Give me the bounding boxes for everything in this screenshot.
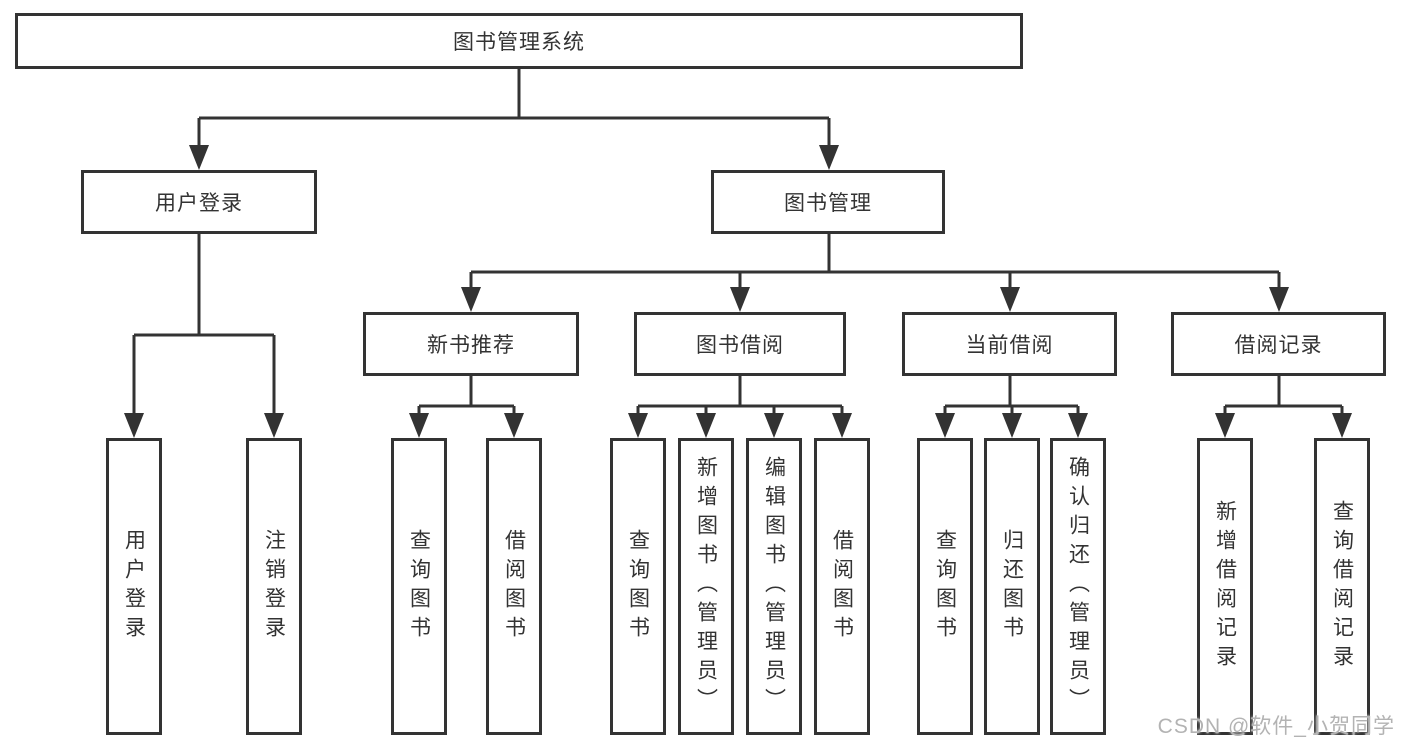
node-root-label: 图书管理系统 — [453, 31, 585, 54]
node-leaf-query-borrow-record-label: 查询借阅记录 — [1330, 499, 1354, 674]
node-book-borrow-label: 图书借阅 — [696, 334, 784, 357]
node-leaf-user-login: 用户登录 — [106, 438, 162, 735]
node-leaf-return-book-label: 归还图书 — [1000, 528, 1024, 645]
node-leaf-add-borrow-record: 新增借阅记录 — [1197, 438, 1253, 735]
node-book-management-label: 图书管理 — [784, 192, 872, 215]
node-book-management: 图书管理 — [711, 170, 945, 234]
node-user-login-label: 用户登录 — [155, 192, 243, 215]
node-new-book-recommend: 新书推荐 — [363, 312, 579, 376]
node-leaf-query-books-newbook: 查询图书 — [391, 438, 447, 735]
arrowhead-icons — [124, 145, 1352, 438]
node-leaf-confirm-return-admin: 确认归还（管理员） — [1050, 438, 1106, 735]
node-leaf-edit-book-admin-label: 编辑图书（管理员） — [762, 456, 786, 717]
node-leaf-user-login-label: 用户登录 — [122, 528, 146, 645]
node-user-login: 用户登录 — [81, 170, 317, 234]
node-leaf-add-book-admin: 新增图书（管理员） — [678, 438, 734, 735]
node-leaf-query-books-current: 查询图书 — [917, 438, 973, 735]
node-book-borrow: 图书借阅 — [634, 312, 846, 376]
node-leaf-confirm-return-admin-label: 确认归还（管理员） — [1066, 456, 1090, 717]
node-borrow-records: 借阅记录 — [1171, 312, 1386, 376]
node-leaf-borrow-books-borrow: 借阅图书 — [814, 438, 870, 735]
node-leaf-logout-label: 注销登录 — [262, 528, 286, 645]
node-root: 图书管理系统 — [15, 13, 1023, 69]
node-leaf-add-borrow-record-label: 新增借阅记录 — [1213, 499, 1237, 674]
node-leaf-add-book-admin-label: 新增图书（管理员） — [694, 456, 718, 717]
node-leaf-return-book: 归还图书 — [984, 438, 1040, 735]
node-leaf-edit-book-admin: 编辑图书（管理员） — [746, 438, 802, 735]
node-current-borrow-label: 当前借阅 — [965, 334, 1054, 357]
node-leaf-query-books-current-label: 查询图书 — [933, 528, 957, 645]
node-leaf-query-books-newbook-label: 查询图书 — [407, 528, 431, 645]
node-new-book-recommend-label: 新书推荐 — [427, 334, 515, 357]
node-current-borrow: 当前借阅 — [902, 312, 1117, 376]
node-leaf-logout: 注销登录 — [246, 438, 302, 735]
node-leaf-query-borrow-record: 查询借阅记录 — [1314, 438, 1370, 735]
node-leaf-borrow-books-newbook: 借阅图书 — [486, 438, 542, 735]
node-leaf-query-books-borrow: 查询图书 — [610, 438, 666, 735]
node-borrow-records-label: 借阅记录 — [1234, 334, 1323, 357]
node-leaf-query-books-borrow-label: 查询图书 — [626, 528, 650, 645]
node-leaf-borrow-books-newbook-label: 借阅图书 — [502, 528, 526, 645]
node-leaf-borrow-books-borrow-label: 借阅图书 — [830, 528, 854, 645]
